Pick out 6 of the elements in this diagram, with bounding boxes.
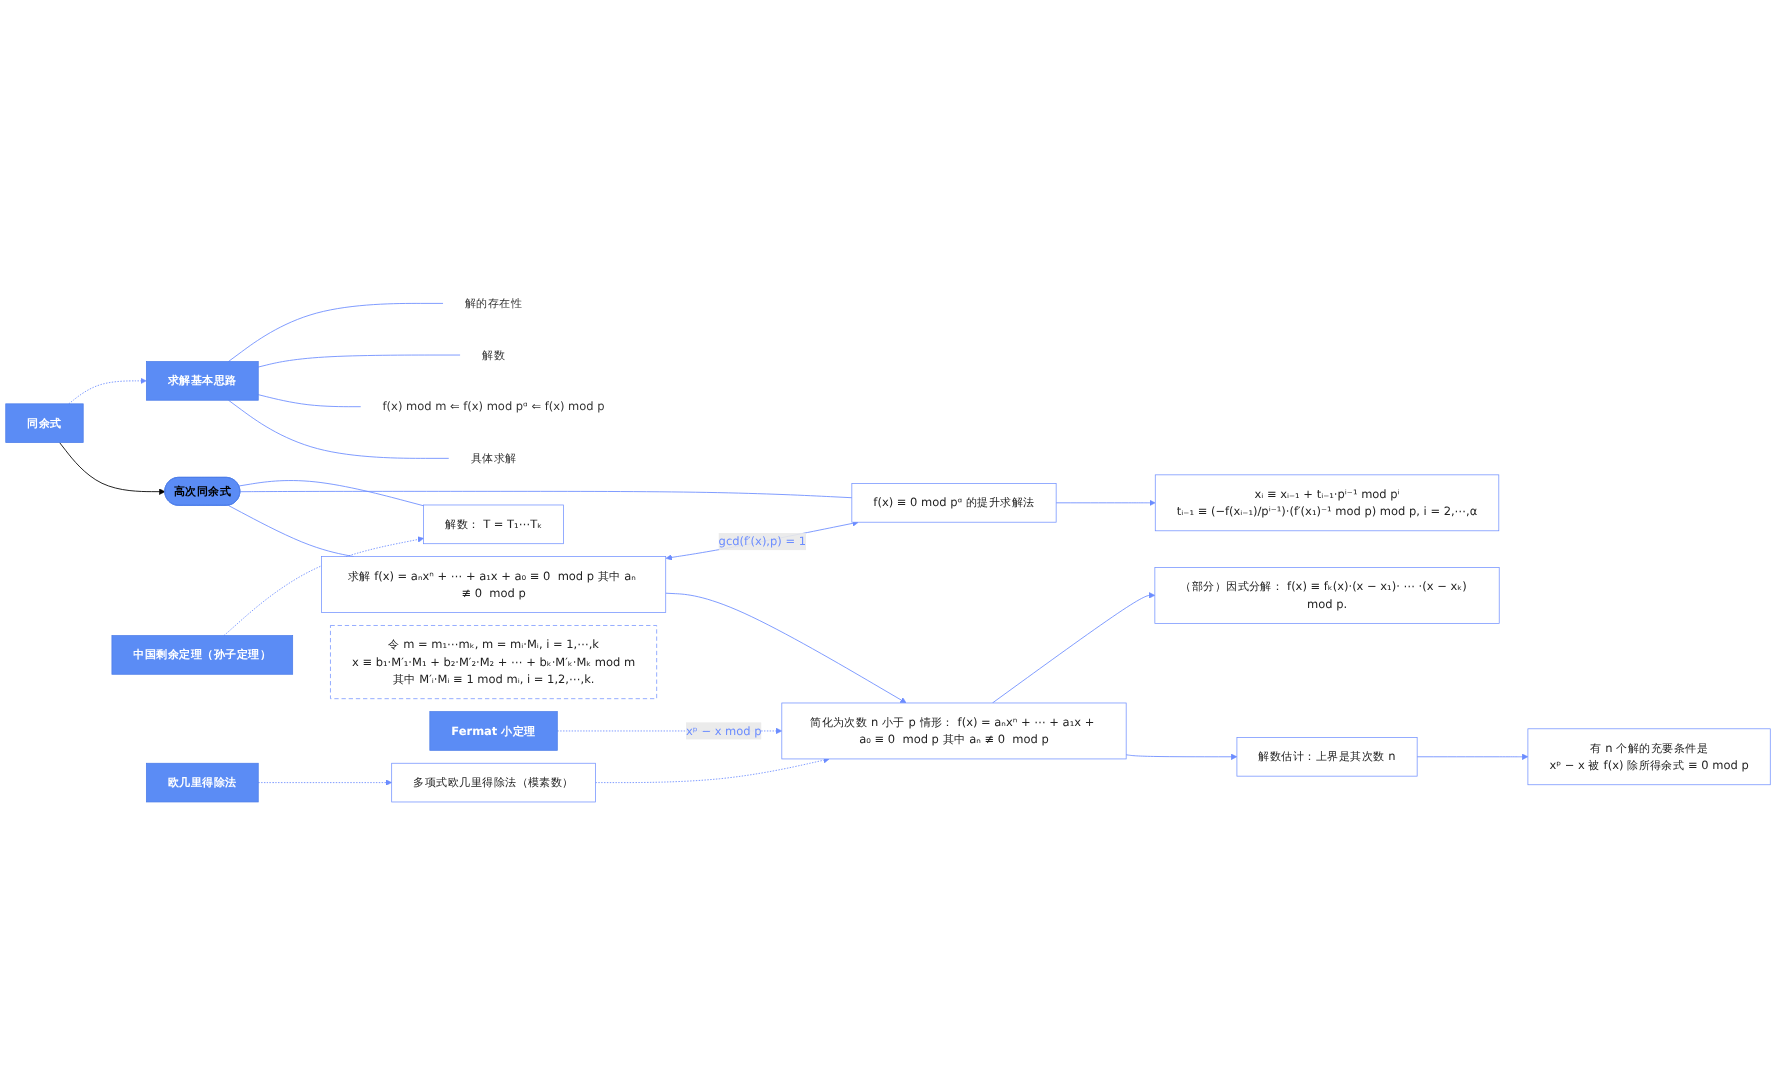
connector	[228, 399, 450, 459]
connector	[257, 354, 461, 368]
connector	[239, 490, 853, 499]
connector	[257, 394, 362, 408]
connector	[238, 480, 424, 507]
connector	[228, 302, 444, 362]
